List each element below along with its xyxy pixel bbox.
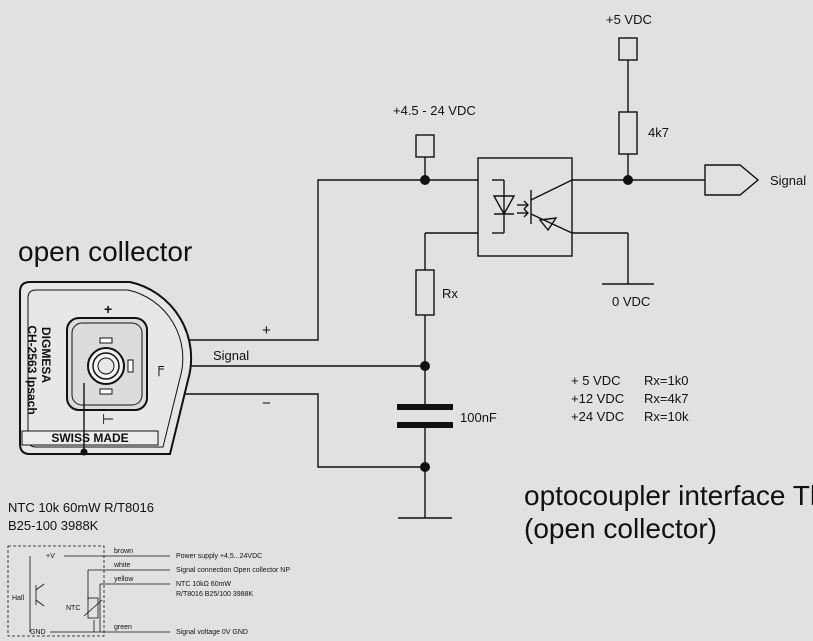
table-r-1: Rx=4k7	[644, 391, 688, 406]
subtitle-line2: (open collector)	[524, 513, 717, 544]
resistor-rx-label: Rx	[442, 286, 458, 301]
table-v-1: +12 VDC	[571, 391, 624, 406]
wire-signal-label: Signal	[213, 348, 249, 363]
inset-gnd-label: GND	[30, 629, 46, 636]
connector-drawing	[19, 281, 193, 456]
inset-wire-yellow: yellow	[114, 576, 134, 583]
subtitle-line1: optocoupler interface Thermo	[524, 480, 813, 511]
terminal-5v	[618, 37, 638, 61]
title-open-collector: open collector	[18, 236, 192, 267]
inset-hall-label: Hall	[12, 595, 25, 602]
resistor-4k7-label: 4k7	[648, 125, 669, 140]
optocoupler-symbol	[477, 157, 573, 257]
inset-wire-white: white	[113, 562, 130, 569]
connector-brand: DIGMESA	[39, 327, 53, 383]
inset-desc-ntc1: NTC 10kΩ 60mW	[176, 581, 231, 588]
wire-plus-label: +	[262, 322, 271, 339]
connector-pin-plus: +	[104, 301, 112, 317]
ntc-spec-line1: NTC 10k 60mW R/T8016	[8, 500, 154, 515]
resistor-rx	[415, 269, 435, 316]
connector-pin-minus: ⊢	[102, 411, 114, 427]
capacitor-symbol	[397, 404, 453, 428]
connector-made-label: SWISS MADE	[51, 431, 128, 445]
inset-vplus-label: +V	[46, 553, 55, 560]
table-r-2: Rx=10k	[644, 409, 689, 424]
junction-dots	[420, 175, 633, 472]
table-v-2: +24 VDC	[571, 409, 624, 424]
resistor-4k7	[618, 111, 638, 155]
wires	[160, 60, 705, 519]
inset-wire-green: green	[114, 624, 132, 631]
ntc-lead-dot	[80, 448, 88, 456]
signal-output-arrow	[704, 164, 760, 196]
table-v-0: + 5 VDC	[571, 373, 621, 388]
ntc-spec-line2: B25-100 3988K	[8, 518, 99, 533]
inset-desc-signal: Signal connection Open collector NP	[176, 567, 290, 574]
rx-table: + 5 VDC Rx=1k0 +12 VDC Rx=4k7 +24 VDC Rx…	[571, 373, 689, 424]
table-r-0: Rx=1k0	[644, 373, 688, 388]
wire-minus-label: −	[262, 395, 271, 412]
capacitor-label: 100nF	[460, 410, 497, 425]
terminal-45-24v	[415, 134, 435, 158]
connector-pin-signal: ╒	[154, 359, 164, 377]
inset-desc-ntc2: R/T8016 B25/100 3988K	[176, 591, 253, 598]
supply-5v-label: +5 VDC	[606, 12, 652, 27]
inset-wire-brown: brown	[114, 548, 133, 555]
supply-45-24v-label: +4.5 - 24 VDC	[393, 103, 476, 118]
inset-desc-power: Power supply +4,5...24VDC	[176, 553, 262, 560]
inset-wiring-diagram	[7, 545, 170, 637]
inset-ntc-label: NTC	[66, 605, 80, 612]
signal-output-label: Signal	[770, 173, 806, 188]
connector-location: CH-2563 Ipsach	[25, 325, 39, 414]
supply-0v-label: 0 VDC	[612, 294, 650, 309]
inset-desc-gnd: Signal voltage 0V GND	[176, 629, 248, 636]
